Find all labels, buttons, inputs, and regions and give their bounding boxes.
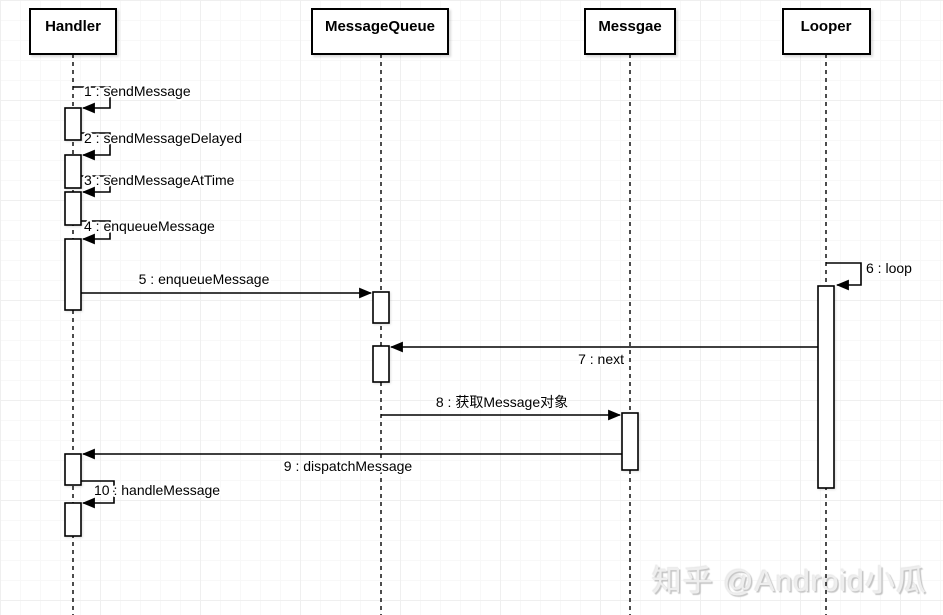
zhihu-watermark: 知乎 @Android小瓜 (651, 565, 927, 598)
actor-looper: Looper (782, 8, 871, 55)
actor-handler-label: Handler (45, 18, 101, 35)
actor-messagequeue: MessageQueue (311, 8, 449, 55)
message-8-get-message-object: 8 : 获取Message对象 (381, 392, 622, 421)
message-10-label: 10 : handleMessage (94, 482, 220, 498)
message-4-arrow (81, 220, 111, 245)
actor-messgae: Messgae (584, 8, 676, 55)
message-2-arrow (81, 132, 111, 161)
message-10-arrow (81, 480, 115, 509)
activation-looper-1 (817, 285, 835, 489)
message-9-dispatchmessage: 9 : dispatchMessage (81, 448, 622, 476)
message-4-enqueuemessage-self: 4 : enqueueMessage (81, 216, 217, 245)
message-5-enqueuemessage: 5 : enqueueMessage (81, 269, 373, 299)
message-6-arrow (826, 262, 862, 291)
message-6-loop: 6 : loop (826, 258, 914, 291)
message-6-label: 6 : loop (866, 260, 912, 276)
actor-messgae-label: Messgae (598, 18, 661, 35)
actor-looper-label: Looper (801, 18, 852, 35)
activation-handler-6 (64, 502, 82, 537)
activation-messgae-1 (621, 412, 639, 471)
activation-messagequeue-2 (372, 345, 390, 383)
activation-handler-5 (64, 453, 82, 486)
message-3-sendmessageattime: 3 : sendMessageAtTime (81, 170, 237, 198)
message-4-label: 4 : enqueueMessage (84, 218, 215, 234)
message-3-label: 3 : sendMessageAtTime (84, 172, 235, 188)
message-2-label: 2 : sendMessageDelayed (84, 130, 242, 146)
message-10-handlemessage: 10 : handleMessage (81, 480, 222, 509)
activation-handler-1 (64, 107, 82, 141)
message-9-label: 9 : dispatchMessage (284, 458, 413, 474)
activation-messagequeue-1 (372, 291, 390, 324)
message-1-arrow (73, 86, 111, 114)
activation-handler-3 (64, 191, 82, 226)
actor-looper-box (782, 8, 871, 55)
message-2-sendmessagedelayed: 2 : sendMessageDelayed (81, 128, 244, 161)
actor-handler-box (29, 8, 117, 55)
message-7-label: 7 : next (578, 351, 624, 367)
actor-messagequeue-label: MessageQueue (325, 18, 435, 35)
activation-handler-4 (64, 238, 82, 311)
activation-handler-2 (64, 154, 82, 189)
message-1-label: 1 : sendMessage (84, 83, 191, 99)
message-3-arrow (81, 175, 111, 198)
message-5-label: 5 : enqueueMessage (139, 271, 270, 287)
message-7-next: 7 : next (389, 341, 818, 369)
actor-handler: Handler (29, 8, 117, 55)
actor-messagequeue-box (311, 8, 449, 55)
message-1-sendmessage: 1 : sendMessage (73, 81, 193, 114)
actor-messgae-box (584, 8, 676, 55)
message-8-label: 8 : 获取Message对象 (436, 394, 568, 410)
